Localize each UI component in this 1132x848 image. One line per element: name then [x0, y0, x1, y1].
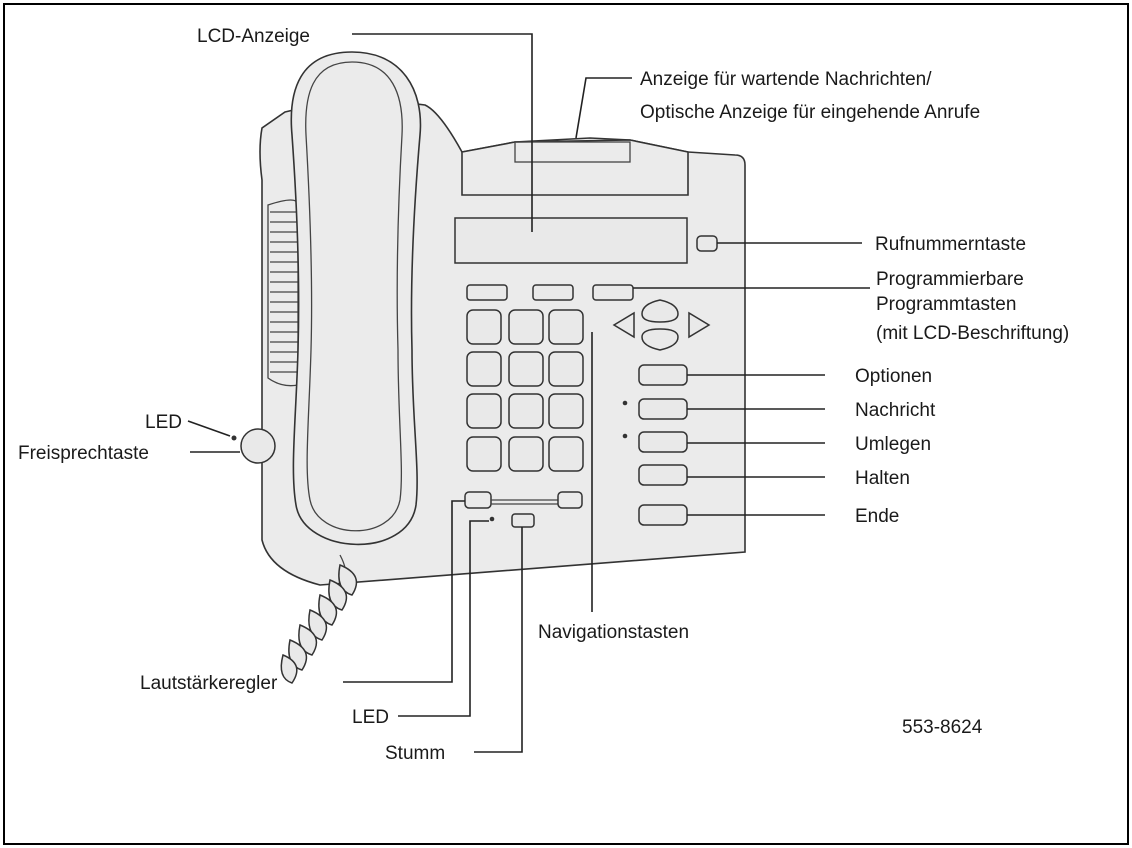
mute-button[interactable]	[511, 513, 535, 528]
handsfree-led	[231, 435, 237, 441]
label-navigation-keys: Navigationstasten	[538, 622, 689, 643]
speaker-grille	[267, 199, 299, 387]
keypad-key[interactable]	[548, 436, 584, 472]
options-button[interactable]	[638, 364, 688, 386]
softkey-2[interactable]	[532, 284, 574, 301]
keypad-key[interactable]	[508, 393, 544, 429]
label-led-mute: LED	[352, 707, 389, 728]
label-message-indicator-1: Anzeige für wartende Nachrichten/	[640, 69, 932, 90]
label-softkeys-2: Programmtasten	[876, 294, 1016, 315]
volume-up-button[interactable]	[557, 491, 583, 509]
handset-inner	[305, 61, 403, 532]
transfer-led	[622, 433, 628, 439]
lcd-screen	[454, 217, 688, 264]
keypad-key[interactable]	[466, 393, 502, 429]
softkey-1[interactable]	[466, 284, 508, 301]
labels: LCD-Anzeige Anzeige für wartende Nachric…	[18, 26, 1069, 764]
nav-right-arrow[interactable]	[688, 311, 711, 339]
release-button[interactable]	[638, 504, 688, 526]
transfer-button[interactable]	[638, 431, 688, 453]
label-led-handsfree: LED	[145, 412, 182, 433]
phone-body	[231, 51, 746, 684]
label-volume-control: Lautstärkeregler	[140, 673, 278, 694]
navigation-cluster	[612, 299, 711, 351]
label-mute: Stumm	[385, 743, 445, 764]
coiled-cord	[280, 554, 358, 684]
leader-lines	[187, 33, 870, 753]
keypad-key[interactable]	[466, 351, 502, 387]
label-handsfree-key: Freisprechtaste	[18, 443, 149, 464]
keypad-key[interactable]	[548, 309, 584, 345]
keypad-key[interactable]	[548, 393, 584, 429]
label-message: Nachricht	[855, 400, 936, 421]
nav-down-arrow[interactable]	[641, 328, 679, 351]
figure-number: 553-8624	[902, 717, 983, 738]
mute-led	[489, 516, 495, 522]
keypad-key[interactable]	[548, 351, 584, 387]
label-hold: Halten	[855, 468, 910, 489]
handset	[290, 51, 422, 546]
handsfree-button[interactable]	[240, 428, 276, 464]
keypad-key[interactable]	[466, 436, 502, 472]
label-message-indicator-2: Optische Anzeige für eingehende Anrufe	[640, 102, 980, 123]
label-transfer: Umlegen	[855, 434, 931, 455]
nav-up-arrow[interactable]	[641, 299, 679, 323]
label-lcd-display: LCD-Anzeige	[197, 26, 310, 47]
display-housing	[461, 139, 689, 196]
message-led	[622, 400, 628, 406]
number-key-button[interactable]	[696, 235, 718, 252]
label-number-key: Rufnummerntaste	[875, 234, 1026, 255]
figure-frame	[3, 3, 1129, 845]
dial-keypad	[466, 309, 584, 472]
nav-left-arrow[interactable]	[612, 311, 635, 339]
hold-button[interactable]	[638, 464, 688, 486]
volume-down-button[interactable]	[464, 491, 492, 509]
message-indicator-lamp	[514, 141, 631, 163]
label-softkeys-1: Programmierbare	[876, 269, 1024, 290]
label-softkeys-3: (mit LCD-Beschriftung)	[876, 323, 1069, 344]
keypad-key[interactable]	[508, 309, 544, 345]
label-release: Ende	[855, 506, 899, 527]
keypad-key[interactable]	[466, 309, 502, 345]
keypad-key[interactable]	[508, 436, 544, 472]
keypad-key[interactable]	[508, 351, 544, 387]
message-button[interactable]	[638, 398, 688, 420]
softkey-3[interactable]	[592, 284, 634, 301]
handset-outer	[290, 51, 422, 546]
label-options: Optionen	[855, 366, 932, 387]
